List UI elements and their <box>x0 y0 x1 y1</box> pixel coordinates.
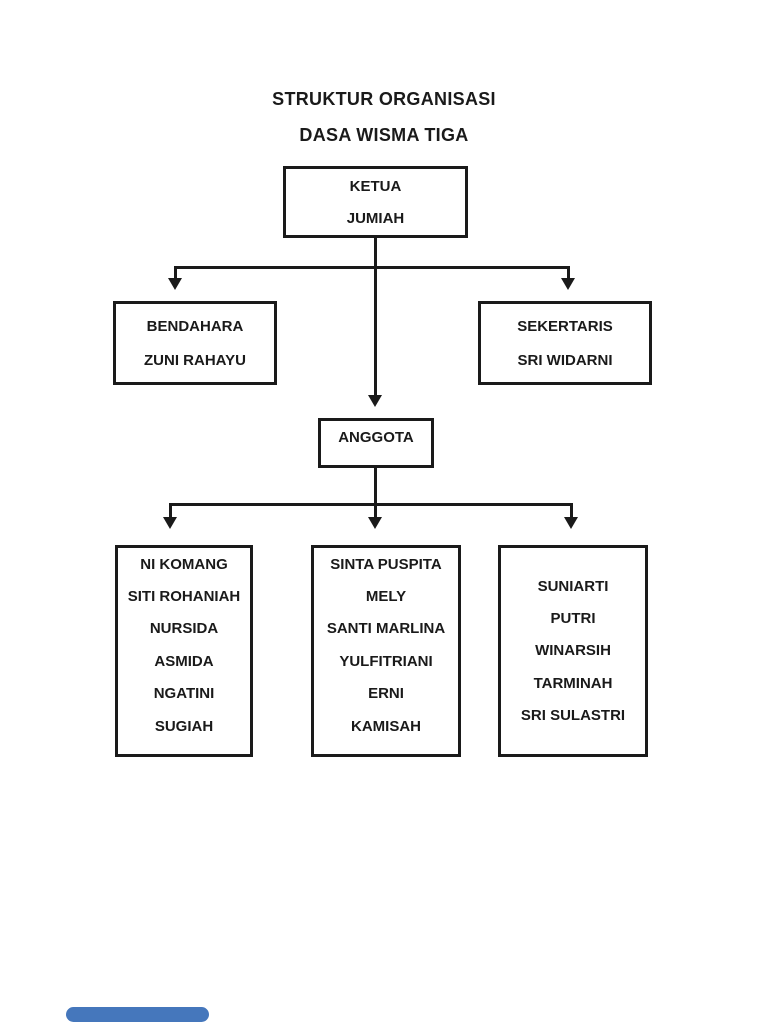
member-name: MELY <box>365 588 407 606</box>
node-sekertaris: SEKERTARIS SRI WIDARNI <box>478 301 652 385</box>
member-name: SRI SULASTRI <box>520 707 626 725</box>
node-ketua-name: JUMIAH <box>346 209 405 227</box>
node-member-group-2: SINTA PUSPITA MELY SANTI MARLINA YULFITR… <box>311 545 461 757</box>
node-bendahara-role: BENDAHARA <box>146 317 244 335</box>
node-bendahara-name: ZUNI RAHAYU <box>144 351 246 369</box>
document-title-line2: DASA WISMA TIGA <box>299 125 469 145</box>
connector-branch2-horizontal <box>169 503 573 506</box>
member-name: SUNIARTI <box>537 577 609 595</box>
member-name: SUGIAH <box>154 717 214 735</box>
page-loading-bar <box>66 1007 209 1022</box>
document-title-line1: STRUKTUR ORGANISASI <box>272 89 496 109</box>
arrowhead-down-group-1 <box>163 517 177 529</box>
member-name: SITI ROHANIAH <box>127 588 241 606</box>
member-name: ASMIDA <box>154 652 214 670</box>
arrowhead-down-group-3 <box>564 517 578 529</box>
member-name: YULFITRIANI <box>339 652 433 670</box>
arrowhead-down-group-2 <box>368 517 382 529</box>
node-bendahara: BENDAHARA ZUNI RAHAYU <box>113 301 277 385</box>
member-name: PUTRI <box>550 610 596 628</box>
node-member-group-3: SUNIARTI PUTRI WINARSIH TARMINAH SRI SUL… <box>498 545 648 757</box>
node-sekertaris-role: SEKERTARIS <box>517 317 613 335</box>
member-name: SINTA PUSPITA <box>330 555 442 573</box>
connector-branch1-left-stub <box>174 266 177 279</box>
member-name: NI KOMANG <box>140 555 228 573</box>
node-anggota-role: ANGGOTA <box>338 429 414 446</box>
connector-branch2-right-stub <box>570 503 573 518</box>
member-name: NURSIDA <box>149 620 219 638</box>
member-name: KAMISAH <box>351 717 421 735</box>
member-name: ERNI <box>368 685 404 703</box>
member-name: NGATINI <box>153 685 215 703</box>
node-ketua: KETUA JUMIAH <box>283 166 468 238</box>
connector-branch1-horizontal <box>174 266 570 269</box>
node-anggota: ANGGOTA <box>318 418 434 468</box>
node-ketua-role: KETUA <box>349 177 402 195</box>
connector-anggota-stem <box>374 468 377 518</box>
arrowhead-down-anggota <box>368 395 382 407</box>
connector-branch2-left-stub <box>169 503 172 518</box>
node-member-group-1: NI KOMANG SITI ROHANIAH NURSIDA ASMIDA N… <box>115 545 253 757</box>
arrowhead-down-sekertaris <box>561 278 575 290</box>
member-name: WINARSIH <box>535 642 611 660</box>
connector-ketua-stem <box>374 238 377 396</box>
node-sekertaris-name: SRI WIDARNI <box>517 351 613 369</box>
member-name: TARMINAH <box>533 674 613 692</box>
member-name: SANTI MARLINA <box>326 620 446 638</box>
connector-branch1-right-stub <box>567 266 570 279</box>
arrowhead-down-bendahara <box>168 278 182 290</box>
